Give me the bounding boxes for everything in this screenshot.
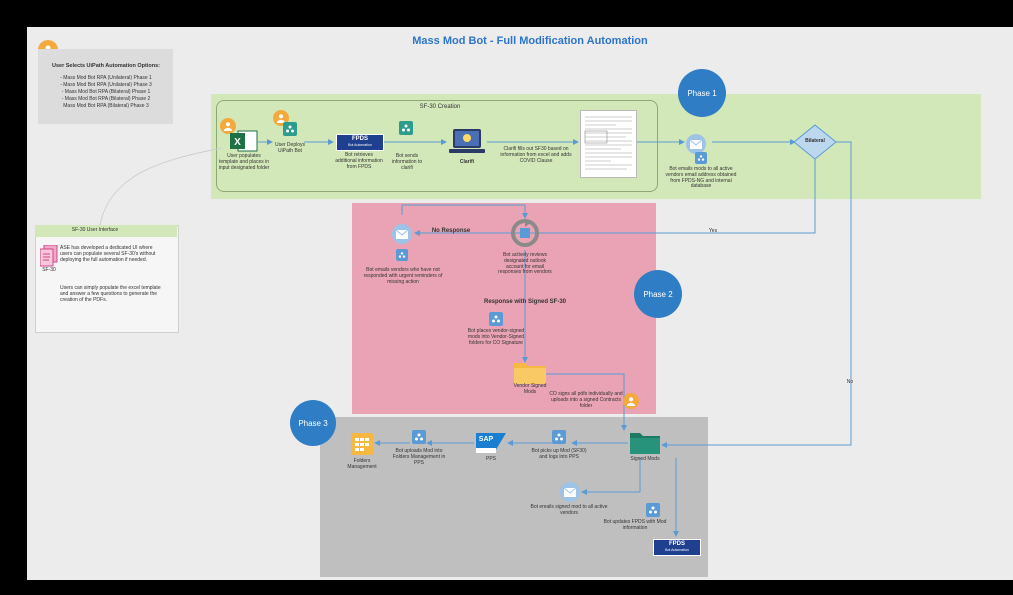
mail-icon — [392, 224, 412, 244]
phase1-circle: Phase 1 — [678, 69, 726, 117]
reviews-step-label: Bot actively reviews designated outlook … — [498, 252, 552, 276]
arrow-folder-to-signed — [545, 373, 627, 431]
svg-text:X: X — [234, 137, 241, 148]
curve-ui-to-phase1 — [99, 147, 223, 226]
option-item: - Mass Mod Bot RPA (Unilateral) Phase 1 — [60, 75, 152, 81]
ui-panel-para2: Users can simply populate the excel temp… — [60, 285, 161, 303]
document-icon — [580, 110, 637, 178]
sf30-creation-group — [216, 100, 658, 192]
arrow-bilateral-no — [661, 141, 852, 448]
no-label: No — [846, 379, 854, 385]
arrow-loop-reminder — [401, 204, 528, 219]
options-heading: User Selects UiPath Automation Options: — [52, 63, 160, 69]
option-item: - Mass Mod Bot RPA (Unilateral) Phase 3 — [60, 82, 152, 88]
reminder-step-label: Bot emails vendors who have not responde… — [363, 267, 443, 285]
fpds-logo-main: FPDS — [668, 541, 685, 547]
emails-step-label: Bot emails mods to all active vendors em… — [665, 166, 737, 190]
bilateral-diamond — [793, 124, 837, 160]
folders-management-label: Folders Management — [347, 458, 377, 470]
robot-icon — [646, 503, 660, 517]
folder-icon — [514, 360, 546, 384]
robot-icon — [396, 249, 408, 261]
fpds-logo-sub: Bot Automation — [665, 548, 689, 552]
phase3-circle: Phase 3 — [290, 400, 336, 446]
refresh-icon — [510, 218, 540, 248]
sap-logo: SAP — [476, 433, 506, 453]
options-box — [38, 49, 173, 124]
person-icon — [623, 393, 639, 409]
robot-icon — [695, 152, 707, 164]
phase2-circle: Phase 2 — [634, 270, 682, 318]
ui-panel — [35, 225, 179, 333]
sends-step-label: Bot sends information to clarifi — [391, 153, 423, 171]
ui-panel-header — [35, 225, 177, 237]
robot-icon — [412, 430, 426, 444]
robot-icon — [283, 122, 297, 136]
sap-logo-text: SAP — [478, 436, 494, 443]
robot-icon — [552, 430, 566, 444]
emails-signed-step-label: Bot emails signed mod to all active vend… — [530, 504, 608, 516]
excel-step-label: User populates template and places in in… — [218, 153, 270, 171]
option-item: Mass Mod Bot RPA (Bilateral) Phase 3 — [63, 103, 149, 109]
deploy-step-label: User Deploys UiPath Bot — [274, 142, 305, 154]
ui-panel-icon-label: SF-30 — [42, 267, 56, 273]
fpds-step-label: Bot retrieves additional information fro… — [335, 152, 383, 170]
picks-step-label: Bot picks up Mod (SF30) and logs into PP… — [531, 448, 587, 460]
signed-mods-label: Signed Mods — [630, 456, 660, 462]
folders-management-icon — [350, 432, 374, 456]
fpds-logo-sub: Bot Automation — [348, 143, 372, 147]
robot-icon — [489, 312, 503, 326]
document-stack-icon — [39, 244, 58, 267]
laptop-icon — [448, 128, 486, 156]
fills-step-label: Clarifi fills out SF30 based on informat… — [500, 146, 572, 164]
bilateral-label: Bilateral — [805, 138, 825, 144]
arrow-bilateral-yes — [414, 158, 816, 236]
clarifi-label: Clarifi — [459, 159, 475, 165]
sf30-creation-label: SF-30 Creation — [419, 104, 461, 110]
person-icon — [220, 118, 236, 134]
signed-response-label: Response with Signed SF-30 — [483, 299, 566, 305]
option-item: - Mass Mod Bot RPA (Bilateral) Phase 1 — [61, 89, 151, 95]
places-step-label: Bot places vendor-signed mods into Vendo… — [467, 328, 525, 346]
fpds-logo: FPDS Bot Automation — [653, 539, 701, 556]
diagram-title: Mass Mod Bot - Full Modification Automat… — [412, 35, 648, 47]
uploads-step-label: Bot uploads Mod into Folders Management … — [392, 448, 446, 466]
ui-panel-title: SF-30 User Interface — [71, 227, 119, 233]
mail-icon — [686, 134, 706, 154]
mail-icon — [560, 482, 580, 502]
arrow-signed-to-email — [581, 458, 641, 495]
fpds-logo: FPDS Bot Automation — [336, 134, 384, 151]
co-signs-step-label: CO signs all pdfs individually and uploa… — [549, 391, 623, 409]
updates-step-label: Bot updates FPDS with Mod information — [603, 519, 667, 531]
no-response-label: No Response — [431, 228, 471, 234]
robot-icon — [399, 121, 413, 135]
fpds-logo-main: FPDS — [351, 136, 368, 142]
excel-icon: X — [230, 130, 258, 152]
pps-label: PPS — [485, 456, 496, 462]
vendor-folder-label: Vendor Signed Mods — [513, 383, 547, 395]
option-item: - Mass Mod Bot RPA (Bilateral) Phase 2 — [61, 96, 151, 102]
ui-panel-para1: ASE has developed a dedicated UI where u… — [60, 245, 156, 263]
yes-label: Yes — [708, 228, 718, 234]
signed-mods-folder-icon — [630, 430, 660, 454]
